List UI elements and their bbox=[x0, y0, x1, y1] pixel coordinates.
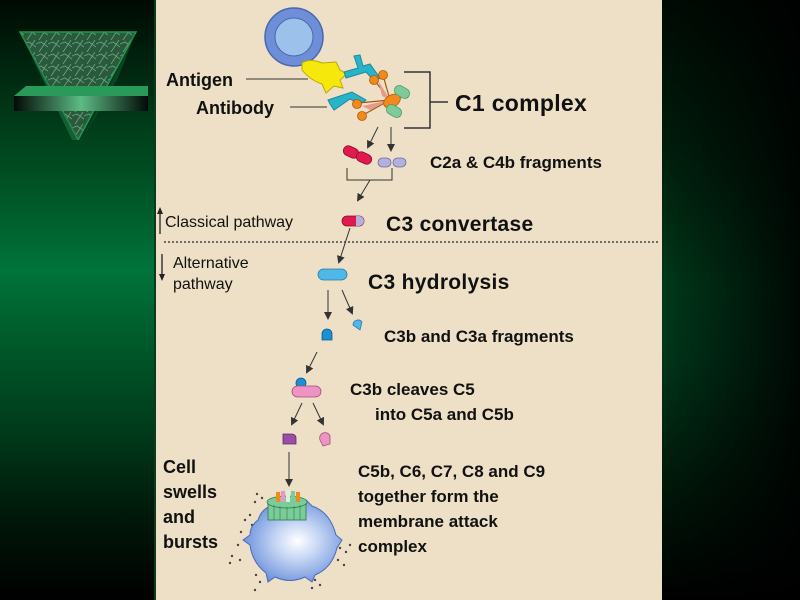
cell-swells-bursts-label: Cell swells and bursts bbox=[163, 457, 219, 552]
c2a-fragment-icon bbox=[342, 145, 373, 165]
c3b-c5-complex-icon bbox=[291, 377, 322, 398]
c4b-fragment-icon bbox=[377, 157, 407, 168]
pathway-down-arrow-icon bbox=[159, 254, 165, 281]
content-panel bbox=[154, 0, 662, 600]
c3b-cleaves-c5-label: C3b cleaves C5 bbox=[350, 380, 475, 399]
antigen-label: Antigen bbox=[166, 70, 233, 90]
c3-convertase-label: C3 convertase bbox=[386, 213, 534, 236]
c3-convertase-icon bbox=[341, 215, 365, 227]
c3b-fragment-icon bbox=[321, 328, 333, 341]
c1-complex-icon bbox=[352, 70, 410, 121]
antigen-icon bbox=[301, 60, 348, 94]
membrane-attack-complex-label: C5b, C6, C7, C8 and C9 together form the… bbox=[358, 462, 546, 556]
alternative-pathway-label: Alternative pathway bbox=[173, 255, 249, 293]
into-c5a-c5b-label: into C5a and C5b bbox=[375, 405, 514, 424]
membrane-attack-complex-icon bbox=[266, 490, 308, 521]
pathogen-cell-icon bbox=[264, 7, 324, 67]
c2a-c4b-fragments-label: C2a & C4b fragments bbox=[430, 153, 602, 172]
classical-pathway-label: Classical pathway bbox=[165, 214, 294, 231]
antibody-label: Antibody bbox=[196, 98, 274, 118]
c5b-fragment-icon bbox=[282, 433, 297, 445]
lysing-cell-icon bbox=[228, 490, 352, 592]
c5a-fragment-icon bbox=[319, 432, 331, 447]
c3-hydrolysis-label: C3 hydrolysis bbox=[368, 271, 510, 294]
c3a-fragment-icon bbox=[352, 319, 363, 331]
right-background bbox=[660, 0, 800, 600]
green-marble-triangle-logo-icon bbox=[14, 31, 148, 140]
pathway-up-arrow-icon bbox=[157, 207, 163, 234]
c1-complex-label: C1 complex bbox=[455, 90, 588, 116]
c3-molecule-icon bbox=[317, 268, 348, 281]
c3b-c3a-fragments-label: C3b and C3a fragments bbox=[384, 327, 574, 346]
